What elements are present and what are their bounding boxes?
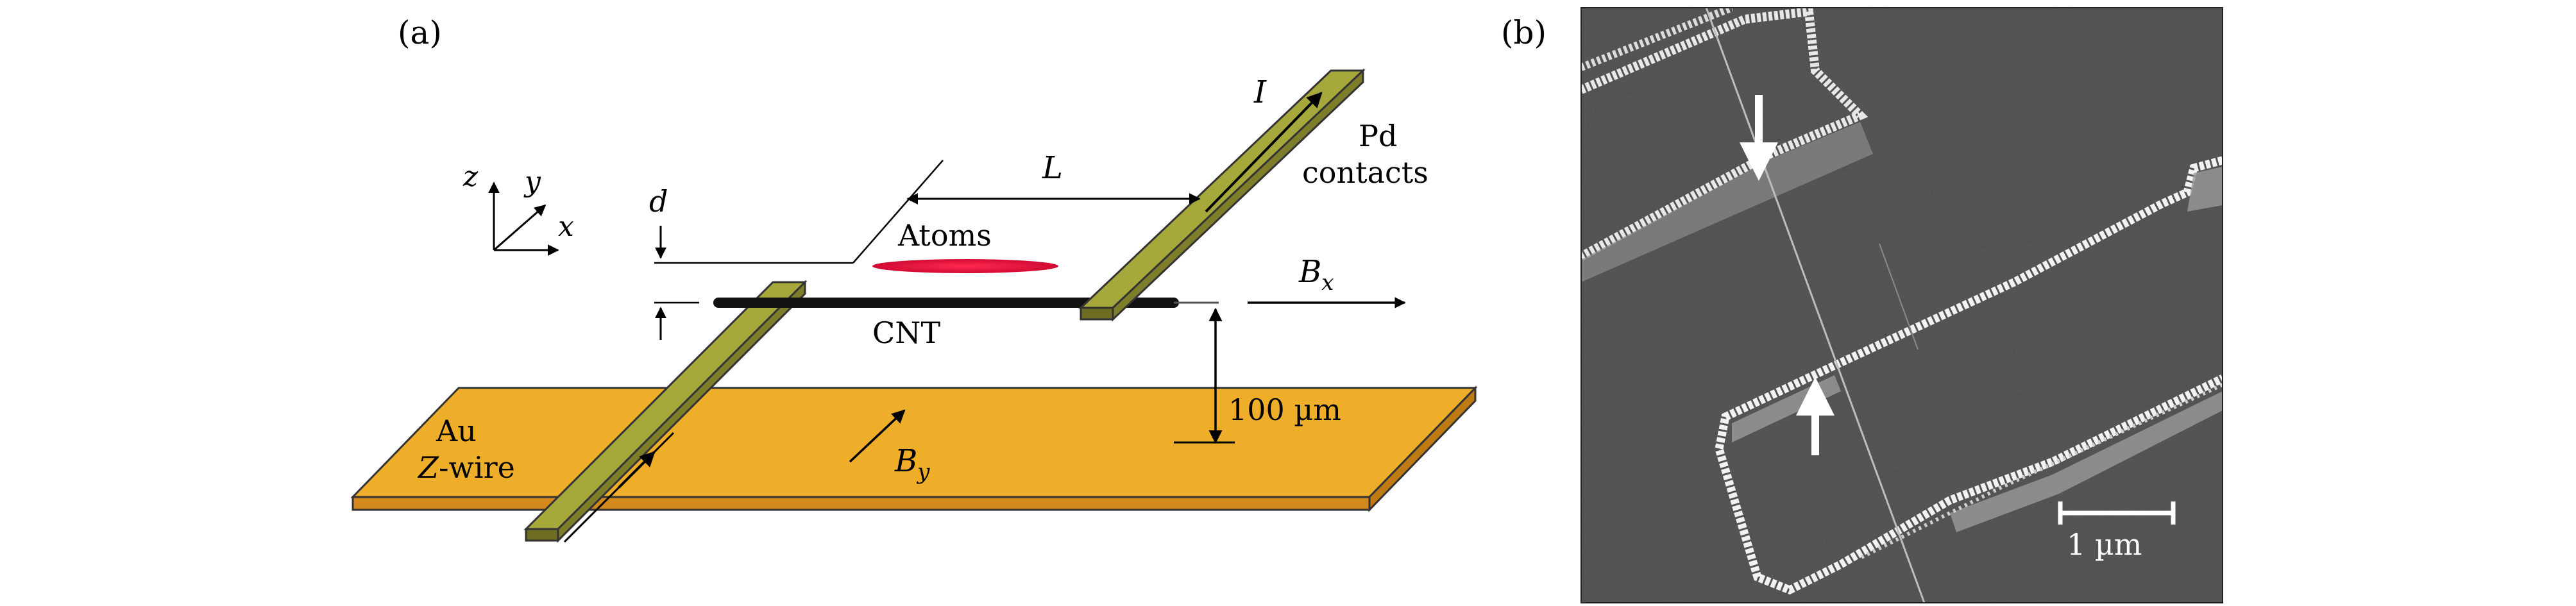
by-arrow (849, 409, 906, 463)
pd-label-line2: contacts (1302, 155, 1428, 190)
height-label: 100 µm (1228, 392, 1341, 427)
sem-border (1580, 7, 2223, 603)
sem-lower-gap-edge (1859, 383, 2223, 560)
sem-image: 1 µm (1580, 7, 2223, 603)
cnt-label: CNT (872, 316, 940, 350)
pd-right-front (1080, 307, 1114, 321)
scale-bar: 1 µm (2058, 501, 2176, 562)
pd-contact-left (523, 280, 808, 543)
bx-main: B (1298, 254, 1321, 290)
axis-y-label: y (523, 165, 541, 198)
scale-bar-label: 1 µm (2067, 527, 2142, 562)
sem-arrow-up (1796, 377, 1835, 455)
l-label: L (1042, 150, 1063, 186)
sem-arrow-down (1740, 95, 1778, 181)
sem-nanotube (1705, 8, 1926, 603)
bx-sub: x (1321, 270, 1334, 296)
pd-contact-right (1078, 68, 1366, 322)
panel-a-label: (a) (398, 14, 442, 51)
current-label: I (1253, 74, 1267, 110)
axis-z-label: z (462, 160, 479, 193)
sem-right-strip-edge (1715, 156, 2223, 595)
by-label: By (894, 443, 930, 485)
panel-b-label: (b) (1501, 14, 1546, 51)
au-label-line2: Z-wire (417, 450, 515, 485)
pd-left-front (525, 528, 559, 542)
l-ref-line (852, 160, 944, 264)
panel-b: (b) (1501, 7, 2223, 603)
by-main: B (894, 443, 917, 479)
bx-label: Bx (1298, 254, 1334, 296)
pd-left-side (557, 280, 806, 543)
atoms-label: Atoms (897, 218, 992, 253)
current-line-left (563, 432, 675, 543)
au-wire-front (352, 496, 1371, 511)
current-arrow-right (1205, 92, 1323, 213)
sem-faint-line (1879, 243, 1919, 350)
au-wire-side (1368, 385, 1477, 512)
sem-upper-gap-edge (1581, 8, 1734, 71)
pd-right-side (1112, 68, 1364, 322)
sem-top-electrode-fill (1581, 122, 1873, 282)
pd-label-line1: Pd (1359, 119, 1397, 153)
z-wire-italic: Z (417, 450, 439, 485)
au-label-line1: Au (436, 414, 477, 448)
panel-a: (a) Atoms (350, 14, 1478, 543)
d-label: d (649, 184, 668, 219)
by-sub: y (916, 459, 930, 485)
atoms-cloud (872, 259, 1058, 273)
axis-y (493, 204, 547, 251)
axis-x-label: x (558, 210, 574, 243)
axes-triad: z y x (462, 160, 574, 256)
z-wire-rest: -wire (439, 450, 515, 485)
